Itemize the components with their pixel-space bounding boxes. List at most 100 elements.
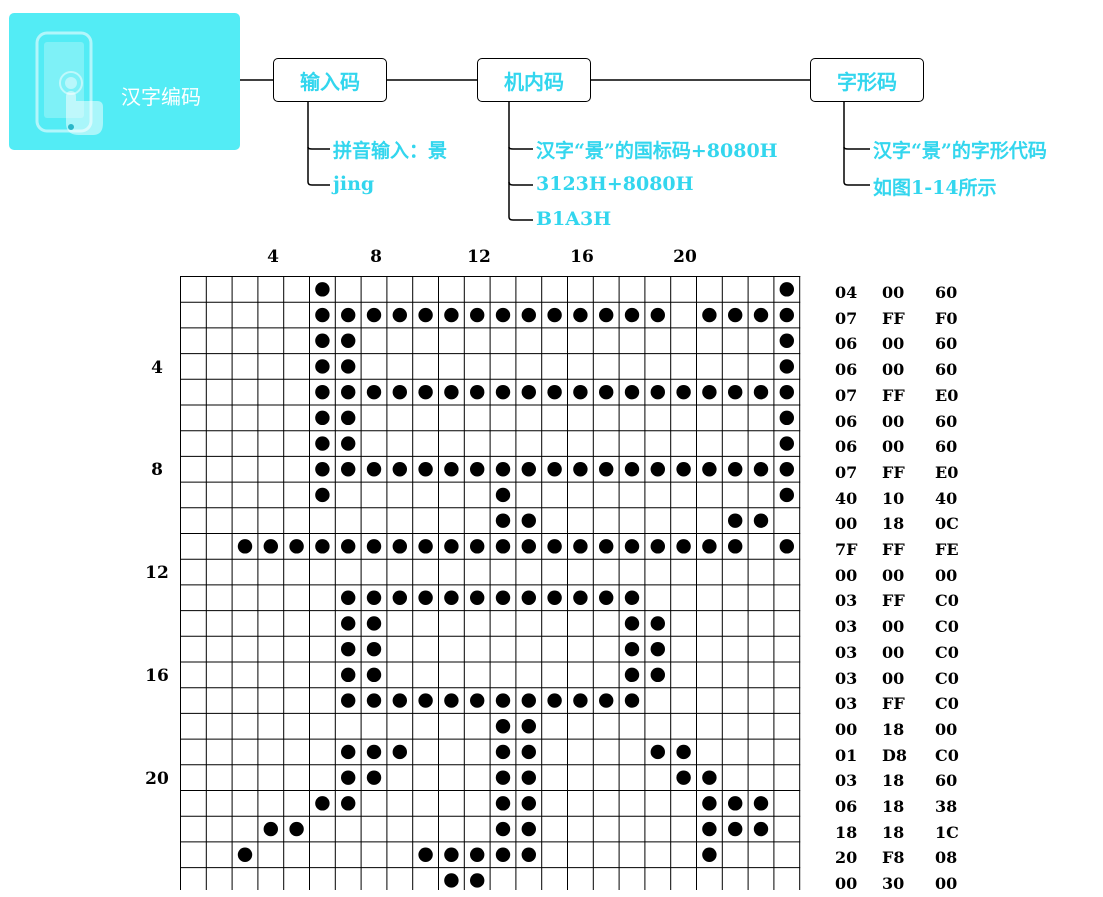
matrix-dot	[521, 796, 536, 811]
matrix-dot	[702, 539, 717, 554]
matrix-dot	[341, 744, 356, 760]
hex-value: 00	[882, 334, 905, 354]
matrix-dot	[573, 307, 588, 323]
matrix-dot	[495, 693, 511, 708]
hex-value: 18	[882, 822, 905, 842]
matrix-dot	[599, 462, 614, 477]
matrix-dot	[599, 384, 614, 400]
hex-value: 60	[935, 360, 958, 380]
matrix-dot	[573, 693, 588, 708]
hex-value: D8	[882, 745, 908, 765]
matrix-dot	[366, 616, 382, 631]
matrix-dot	[315, 307, 330, 323]
matrix-dot	[495, 719, 511, 734]
matrix-dot	[779, 539, 794, 554]
hex-value: F0	[935, 308, 958, 328]
matrix-dot	[779, 410, 794, 426]
matrix-dot	[341, 307, 356, 323]
matrix-dot	[341, 359, 356, 374]
matrix-dot	[289, 821, 304, 837]
hex-value: 01	[835, 745, 858, 765]
row-label-4: 4	[151, 358, 163, 378]
matrix-dot	[392, 693, 407, 708]
hex-value: 00	[882, 411, 905, 431]
hex-value: 40	[935, 488, 958, 508]
matrix-dot	[418, 847, 433, 862]
matrix-dot	[521, 462, 536, 477]
hex-value: 18	[882, 719, 905, 739]
matrix-dot	[341, 770, 356, 785]
row-label-8: 8	[151, 460, 163, 480]
matrix-dot	[470, 847, 485, 862]
matrix-dot	[624, 667, 640, 683]
matrix-dot	[624, 616, 640, 631]
hex-value: 18	[835, 822, 858, 842]
matrix-dot	[624, 462, 640, 477]
matrix-dot	[599, 693, 614, 708]
hex-value: 1C	[935, 822, 959, 842]
matrix-dot	[366, 590, 382, 605]
matrix-dot	[444, 539, 459, 554]
matrix-dot	[392, 539, 407, 554]
hex-value: C0	[935, 617, 959, 637]
hex-value: 00	[835, 565, 858, 585]
matrix-dot	[521, 590, 536, 605]
matrix-dot	[341, 641, 356, 657]
matrix-dot	[315, 796, 330, 811]
matrix-dot	[676, 770, 691, 785]
matrix-dot	[650, 744, 665, 760]
matrix-dot	[315, 539, 330, 554]
hex-value: 07	[835, 462, 858, 482]
hex-value: C0	[935, 694, 959, 714]
hex-value: 06	[835, 334, 858, 354]
matrix-dot	[753, 384, 769, 400]
hex-value: E0	[935, 385, 959, 405]
matrix-dot	[521, 693, 536, 708]
hex-value: FF	[882, 591, 905, 611]
hex-value: 00	[882, 283, 905, 302]
matrix-dot	[521, 307, 536, 323]
matrix-dot	[495, 539, 511, 554]
hex-value: 06	[835, 360, 858, 380]
hex-value: 60	[935, 411, 958, 431]
matrix-dot	[470, 873, 485, 888]
matrix-dot	[753, 796, 769, 811]
matrix-dot	[418, 384, 433, 400]
matrix-dot	[315, 333, 330, 348]
input-code-node: 输入码	[273, 58, 387, 102]
matrix-dot	[650, 667, 665, 683]
row-label-16: 16	[145, 666, 169, 686]
input-note-jing: jing	[333, 173, 375, 195]
matrix-dot	[470, 384, 485, 400]
hex-value: 00	[935, 565, 958, 585]
flow-connectors	[240, 79, 870, 221]
matrix-dot	[341, 616, 356, 631]
matrix-dot	[779, 282, 794, 297]
matrix-dot	[495, 462, 511, 477]
hex-value: 60	[935, 283, 958, 302]
matrix-dot	[366, 667, 382, 683]
hex-value: 06	[835, 797, 858, 817]
matrix-dot	[728, 513, 743, 528]
matrix-dot	[495, 796, 511, 811]
matrix-dot	[728, 462, 743, 477]
hex-value: C0	[935, 668, 959, 688]
matrix-dot	[366, 462, 382, 477]
matrix-dot	[573, 590, 588, 605]
hex-value: 60	[935, 437, 958, 457]
matrix-dot	[521, 513, 536, 528]
hanzi-encoding-tile: 汉字编码	[9, 13, 240, 150]
matrix-dot	[495, 590, 511, 605]
matrix-dot	[444, 462, 459, 477]
hex-value: F8	[882, 848, 905, 868]
matrix-dot	[676, 539, 691, 554]
matrix-dot	[495, 770, 511, 785]
matrix-dot	[315, 384, 330, 400]
hex-value: 04	[835, 283, 858, 302]
internal-note-sum: 3123H+8080H	[536, 173, 694, 195]
matrix-dot	[779, 307, 794, 323]
matrix-dot	[624, 307, 640, 323]
